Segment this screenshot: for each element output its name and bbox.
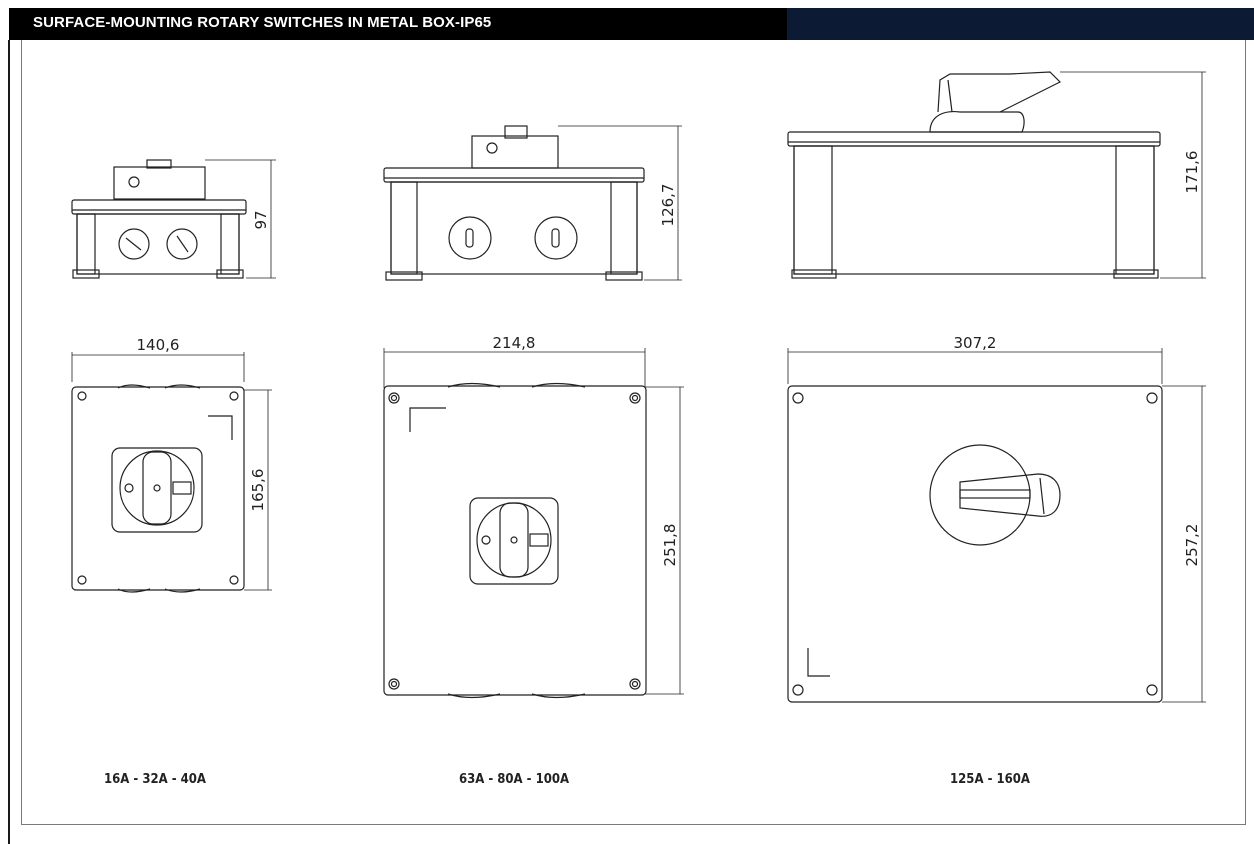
drawing-frame <box>21 40 1246 825</box>
medium-top-view <box>383 348 684 699</box>
large-top-view <box>787 348 1206 703</box>
small-top-view <box>71 352 272 593</box>
small-height-label: 97 <box>252 210 270 229</box>
small-width-label: 140,6 <box>137 336 180 354</box>
medium-caption: 63A - 80A - 100A <box>459 772 569 787</box>
small-caption: 16A - 32A - 40A <box>104 772 206 787</box>
medium-height-label: 126,7 <box>659 184 677 227</box>
large-side-view <box>787 71 1206 279</box>
large-caption: 125A - 160A <box>950 772 1030 787</box>
medium-width-label: 214,8 <box>493 334 536 352</box>
left-margin-bar <box>8 40 10 844</box>
page-title: SURFACE-MOUNTING ROTARY SWITCHES IN META… <box>33 14 492 31</box>
medium-side-view <box>383 125 682 281</box>
large-height-label: 171,6 <box>1183 151 1201 194</box>
small-depth-label: 165,6 <box>249 469 267 512</box>
large-depth-label: 257,2 <box>1183 524 1201 567</box>
medium-depth-label: 251,8 <box>661 524 679 567</box>
small-side-view <box>71 159 276 279</box>
header-title-bar: SURFACE-MOUNTING ROTARY SWITCHES IN META… <box>9 8 787 40</box>
large-width-label: 307,2 <box>954 334 997 352</box>
